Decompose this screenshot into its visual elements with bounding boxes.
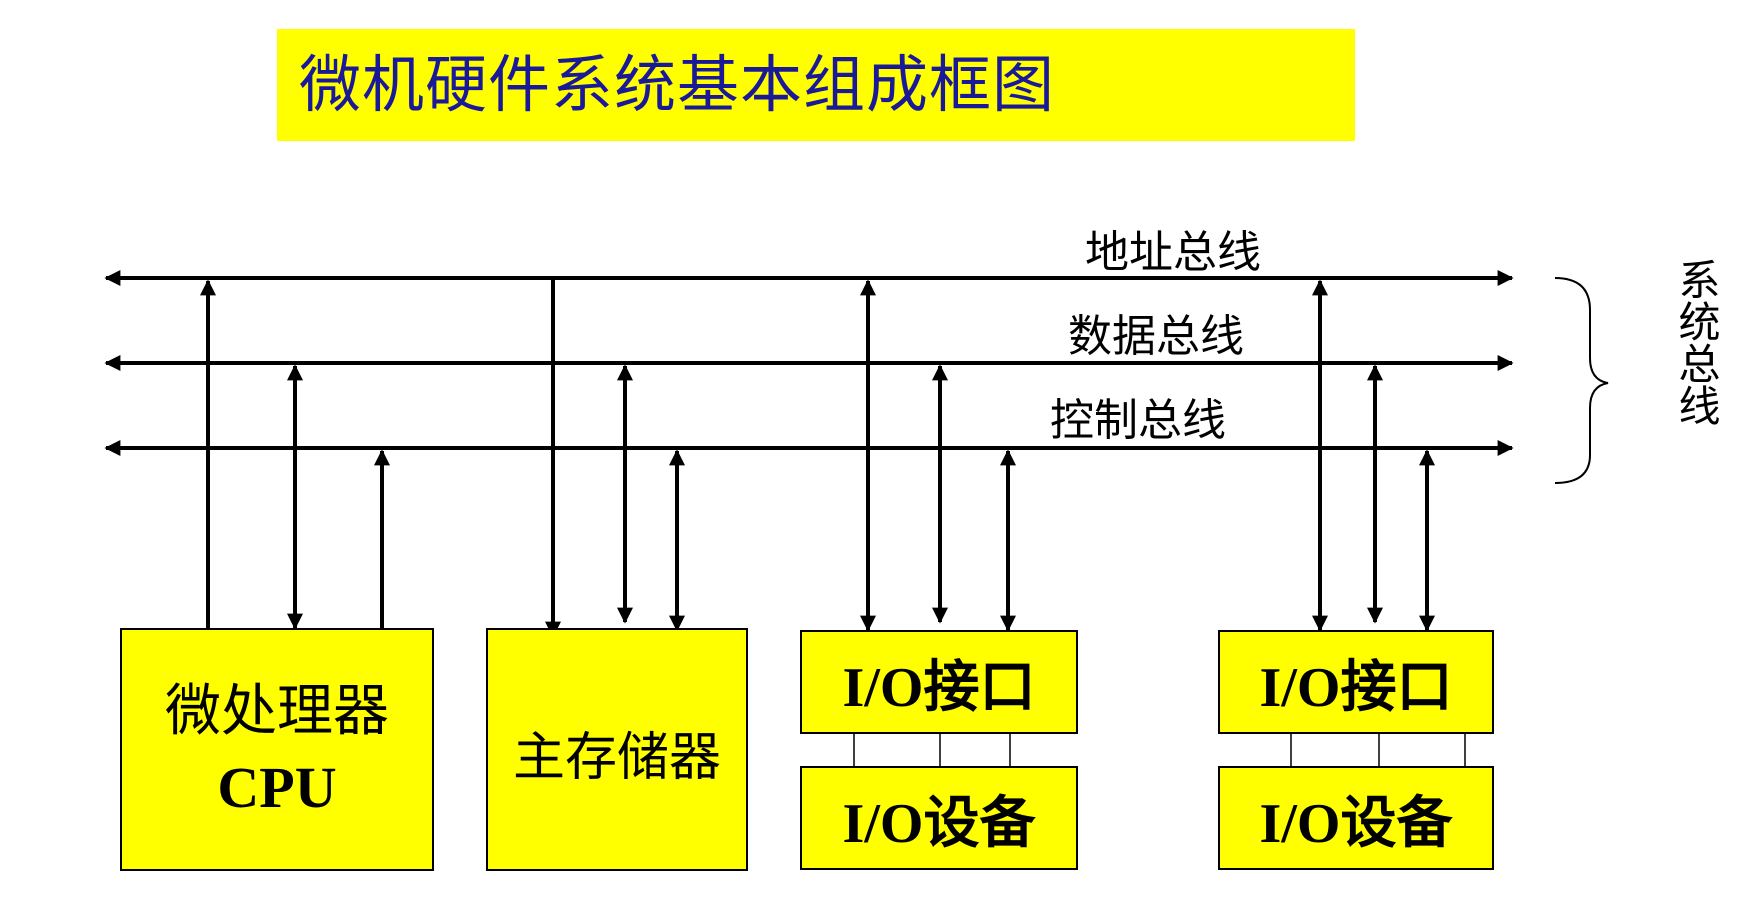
system-bus-label: 系统总线 bbox=[1672, 258, 1721, 426]
io-device-box-2: I/O设备 bbox=[1218, 766, 1494, 870]
memory-box: 主存储器 bbox=[486, 628, 748, 871]
page-title: 微机硬件系统基本组成框图 bbox=[277, 29, 1355, 141]
system-bus-brace bbox=[1554, 277, 1609, 484]
address-bus-label: 地址总线 bbox=[1085, 227, 1261, 278]
io-device-box-1: I/O设备 bbox=[800, 766, 1078, 870]
control-bus-label: 控制总线 bbox=[1050, 395, 1226, 446]
cpu-label: 微处理器 bbox=[165, 678, 389, 744]
io-interface-box-1: I/O接口 bbox=[800, 630, 1078, 734]
data-bus-label: 数据总线 bbox=[1068, 311, 1244, 362]
io-interface-box-2: I/O接口 bbox=[1218, 630, 1494, 734]
cpu-box: 微处理器 CPU bbox=[120, 628, 434, 871]
cpu-abbrev-label: CPU bbox=[217, 754, 337, 820]
